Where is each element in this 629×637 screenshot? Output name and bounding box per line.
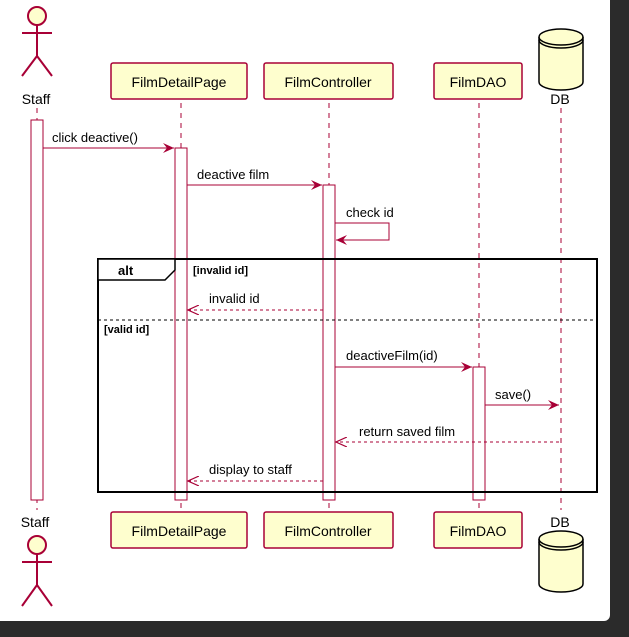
database-icon: [538, 530, 584, 593]
participant-dao-top: FilmDAO: [433, 62, 523, 100]
participant-label-controller: FilmController: [284, 523, 371, 539]
actor-icon: [21, 6, 53, 77]
participant-label-staff: Staff: [21, 514, 50, 530]
activation-controller: [322, 184, 336, 501]
message-deactive-film-id: deactiveFilm(id): [335, 348, 472, 372]
participant-page-bottom: FilmDetailPage: [110, 511, 248, 549]
participant-dao-bottom: FilmDAO: [433, 511, 523, 549]
alt-fragment: alt [invalid id] [valid id]: [97, 258, 598, 493]
participant-label-dao: FilmDAO: [450, 523, 507, 539]
fragment-operator: alt: [118, 263, 134, 278]
activation-page: [174, 147, 188, 501]
participant-label-page: FilmDetailPage: [132, 74, 227, 90]
message-label: deactive film: [197, 167, 269, 182]
participant-label-page: FilmDetailPage: [132, 523, 227, 539]
participant-page-top: FilmDetailPage: [110, 62, 248, 100]
sequence-diagram: Staff FilmDetailPage FilmController Film…: [21, 6, 598, 607]
message-label: deactiveFilm(id): [346, 348, 438, 363]
participant-controller-bottom: FilmController: [263, 511, 394, 549]
message-label: click deactive(): [52, 130, 138, 145]
fragment-guard-valid: [valid id]: [104, 324, 150, 336]
message-invalid-id: invalid id: [188, 291, 323, 310]
message-label: invalid id: [209, 291, 260, 306]
message-click-deactive: click deactive(): [43, 130, 174, 153]
message-deactive-film: deactive film: [187, 167, 322, 190]
actor-icon: [21, 535, 53, 607]
participant-controller-top: FilmController: [263, 62, 394, 100]
message-label: check id: [346, 205, 394, 220]
message-label: save(): [495, 387, 531, 402]
participant-db-bottom: DB: [538, 514, 584, 593]
fragment-guard-invalid: [invalid id]: [193, 265, 248, 277]
participant-label-staff: Staff: [22, 91, 51, 107]
diagram-canvas: Staff FilmDetailPage FilmController Film…: [0, 0, 610, 621]
message-return-saved-film: return saved film: [336, 424, 559, 442]
database-icon: [538, 28, 584, 91]
participant-label-controller: FilmController: [284, 74, 371, 90]
message-label: return saved film: [359, 424, 455, 439]
message-check-id: check id: [335, 205, 394, 245]
participant-label-dao: FilmDAO: [450, 74, 507, 90]
participant-label-db: DB: [550, 514, 569, 530]
participant-label-db: DB: [550, 91, 569, 107]
message-label: display to staff: [209, 462, 292, 477]
actor-staff-top: Staff: [21, 6, 53, 107]
participant-db-top: DB: [538, 28, 584, 107]
message-save: save(): [485, 387, 559, 410]
activation-dao: [472, 366, 486, 501]
message-display-to-staff: display to staff: [188, 462, 323, 481]
actor-staff-bottom: Staff: [21, 514, 53, 607]
activation-staff: [30, 119, 44, 501]
